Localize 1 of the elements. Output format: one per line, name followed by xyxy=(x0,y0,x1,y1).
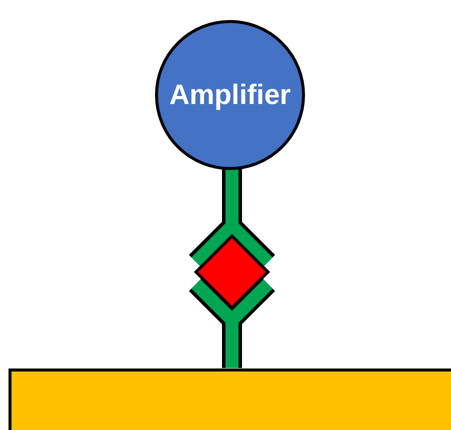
node-label: Amplifier xyxy=(169,79,291,111)
